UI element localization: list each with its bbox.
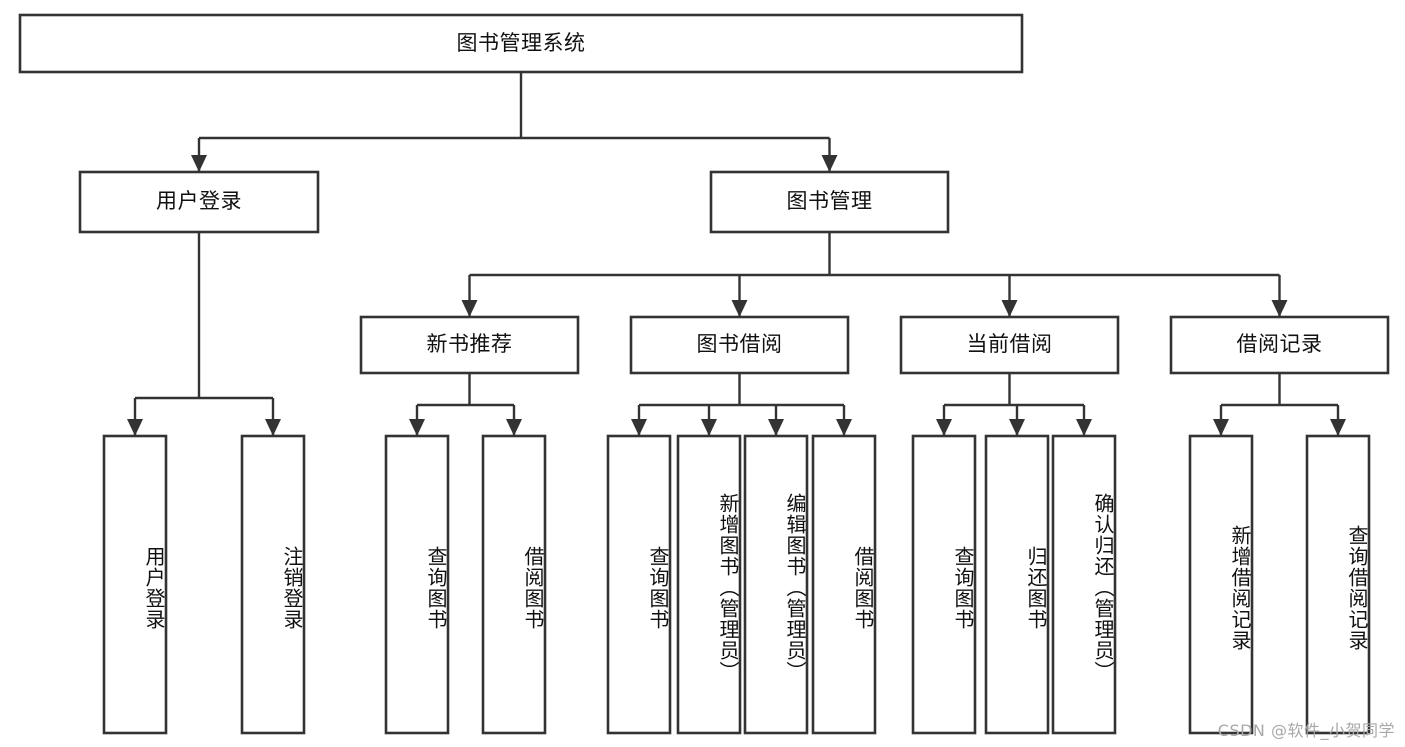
node-box-borrow-record[interactable] <box>1169 315 1390 375</box>
node-box-leaf-query-book-borrow[interactable] <box>606 434 672 735</box>
edges-layer <box>127 72 1346 436</box>
node-box-current-borrow[interactable] <box>899 315 1120 375</box>
arrow-head-leaf-user-login <box>127 419 143 436</box>
node-box-leaf-user-login[interactable] <box>102 434 168 735</box>
node-box-book-management[interactable] <box>709 170 950 234</box>
arrow-head-leaf-return-book <box>1009 419 1025 436</box>
arrow-head-book-management <box>821 155 838 172</box>
arrow-head-leaf-edit-book-admin <box>768 419 784 436</box>
arrow-head-leaf-query-book-rec <box>409 419 425 436</box>
arrow-head-leaf-confirm-return-admin <box>1076 419 1092 436</box>
node-box-leaf-add-borrow-record[interactable] <box>1188 434 1254 735</box>
node-box-leaf-query-book-current[interactable] <box>911 434 977 735</box>
node-box-leaf-borrow-book-rec[interactable] <box>481 434 547 735</box>
node-box-new-book-recommend[interactable] <box>359 315 580 375</box>
arrow-head-leaf-logout <box>265 419 281 436</box>
arrow-head-book-borrow <box>731 300 748 317</box>
node-box-leaf-edit-book-admin[interactable] <box>743 434 809 735</box>
arrow-head-leaf-borrow-book <box>836 419 852 436</box>
arrow-head-user-login <box>191 155 207 172</box>
nodes-layer <box>18 13 1390 735</box>
arrow-head-leaf-query-book-current <box>936 419 952 436</box>
node-box-leaf-return-book[interactable] <box>984 434 1050 735</box>
node-box-book-borrow[interactable] <box>629 315 850 375</box>
arrow-head-leaf-query-book-borrow <box>631 419 647 436</box>
node-box-leaf-borrow-book[interactable] <box>811 434 877 735</box>
arrow-head-new-book-recommend <box>461 300 478 317</box>
node-box-leaf-logout[interactable] <box>240 434 306 735</box>
arrow-head-leaf-query-borrow-record <box>1330 419 1346 436</box>
arrow-head-borrow-record <box>1271 300 1288 317</box>
node-box-user-login[interactable] <box>78 170 320 234</box>
node-box-leaf-add-book-admin[interactable] <box>676 434 742 735</box>
node-box-leaf-query-book-rec[interactable] <box>384 434 450 735</box>
arrow-head-leaf-borrow-book-rec <box>506 419 522 436</box>
arrow-head-leaf-add-borrow-record <box>1213 419 1229 436</box>
node-box-leaf-query-borrow-record[interactable] <box>1305 434 1371 735</box>
arrow-head-leaf-add-book-admin <box>701 419 717 436</box>
node-box-leaf-confirm-return-admin[interactable] <box>1051 434 1117 735</box>
node-box-root[interactable] <box>18 13 1024 74</box>
watermark-text: CSDN @软件_小贺同学 <box>1217 721 1395 740</box>
arrow-head-current-borrow <box>1001 300 1018 317</box>
